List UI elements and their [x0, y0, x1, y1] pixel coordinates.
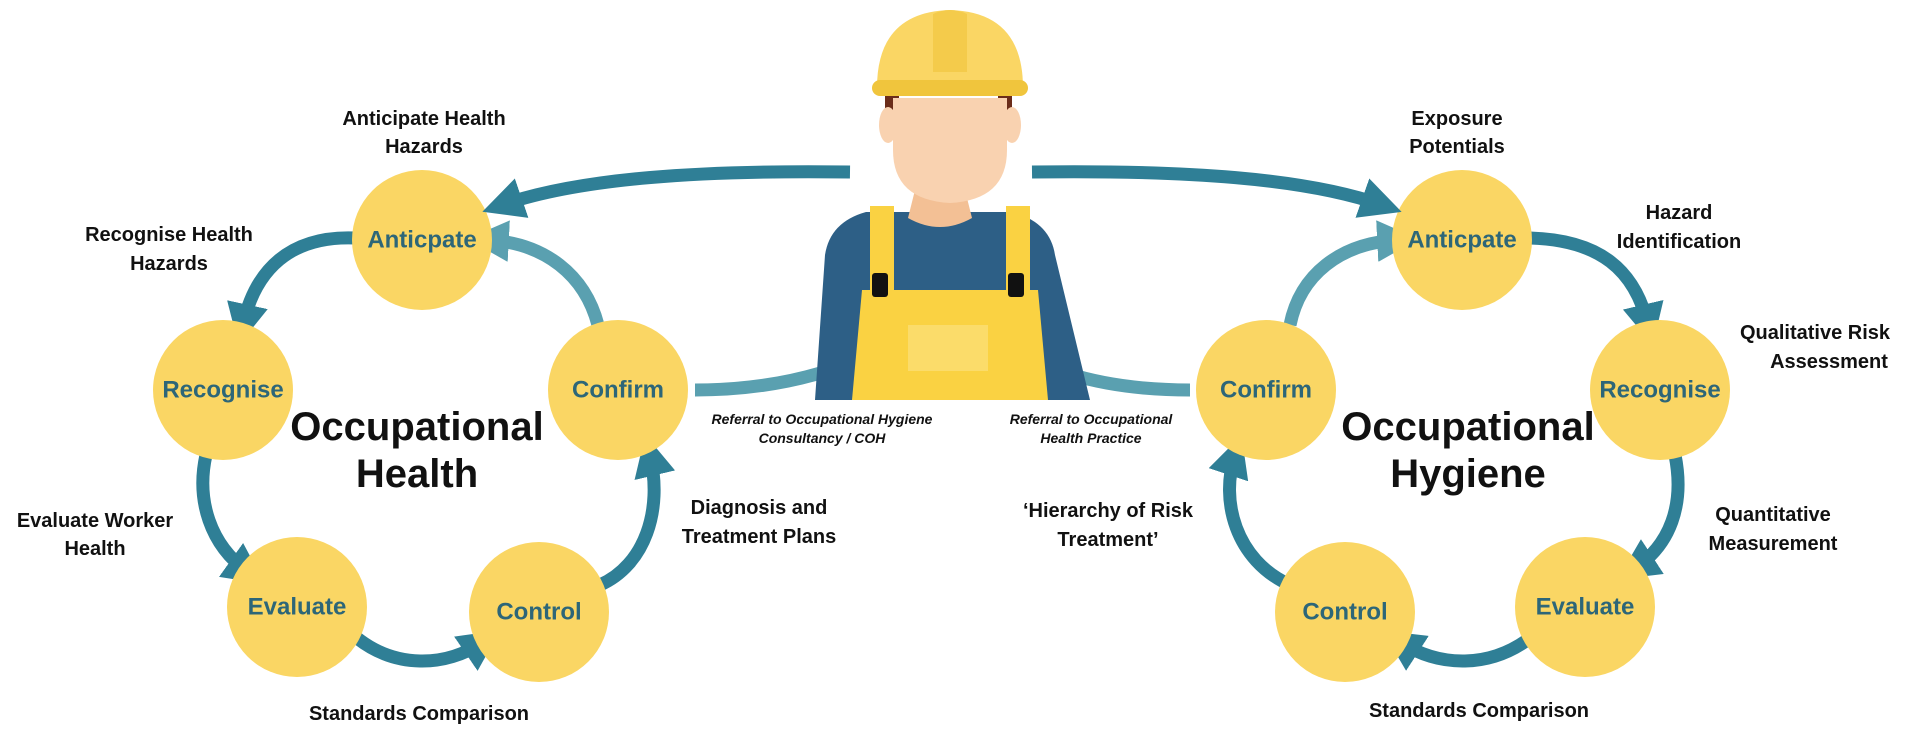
node-r-confirm: Confirm	[1196, 320, 1336, 460]
ann-hierarchy-2: Treatment’	[1057, 529, 1158, 551]
arc-r-anticipate-to-recognise	[1529, 231, 1664, 346]
referral-health-2: Health Practice	[1040, 430, 1141, 446]
right-cycle: Anticpate Recognise Evaluate Control Con…	[1010, 108, 1891, 722]
worker-face	[893, 98, 1007, 203]
ann-quantitative-1: Quantitative	[1715, 504, 1831, 526]
ann-exposure-1: Exposure	[1411, 108, 1502, 130]
node-confirm-label: Confirm	[572, 376, 664, 403]
node-r-evaluate: Evaluate	[1515, 537, 1655, 677]
arc-r-control-to-confirm	[1208, 435, 1293, 591]
referral-hygiene-1: Referral to Occupational Hygiene	[712, 411, 933, 427]
node-evaluate-label: Evaluate	[248, 593, 347, 620]
ann-qualitative-2: Assessment	[1770, 351, 1888, 373]
node-recognise-label: Recognise	[162, 376, 283, 403]
node-anticipate-label: Anticpate	[367, 226, 476, 253]
node-r-anticipate: Anticpate	[1392, 170, 1532, 310]
node-recognise: Recognise	[153, 320, 293, 460]
ann-hierarchy-1: ‘Hierarchy of Risk	[1023, 500, 1194, 522]
arc-anticipate-to-recognise	[227, 231, 357, 346]
arc-recognise-to-evaluate	[196, 453, 265, 585]
left-cycle: Anticpate Recognise Evaluate Control Con…	[17, 108, 933, 725]
ann-diagnosis-2: Treatment Plans	[682, 526, 837, 548]
arc-r-confirm-to-anticipate	[1283, 220, 1419, 327]
ann-recognise-health-2: Hazards	[130, 253, 208, 275]
ann-anticipate-health-1: Anticipate Health	[342, 108, 505, 130]
arc-r-evaluate-to-control	[1382, 630, 1534, 671]
node-evaluate: Evaluate	[227, 537, 367, 677]
ann-standards-comparison-right: Standards Comparison	[1369, 700, 1589, 722]
worker-helmet-ridge	[933, 10, 967, 72]
worker-buckle-left	[872, 273, 888, 297]
referral-health-1: Referral to Occupational	[1010, 411, 1174, 427]
worker-ear-right	[1003, 107, 1021, 143]
ann-qualitative-1: Qualitative Risk	[1740, 322, 1891, 344]
arc-evaluate-to-control	[352, 630, 501, 671]
arc-confirm-to-anticipate	[467, 220, 605, 327]
node-r-control: Control	[1275, 542, 1415, 682]
ann-exposure-2: Potentials	[1409, 136, 1505, 158]
ann-evaluate-worker-2: Health	[64, 538, 125, 560]
worker-ear-left	[879, 107, 897, 143]
node-r-anticipate-label: Anticpate	[1407, 226, 1516, 253]
arrow-worker-to-right-anticipate	[1031, 165, 1402, 218]
ann-hazard-2: Identification	[1617, 231, 1741, 253]
ann-evaluate-worker-1: Evaluate Worker	[17, 510, 174, 532]
ann-recognise-health-1: Recognise Health	[85, 224, 253, 246]
node-control: Control	[469, 542, 609, 682]
node-r-confirm-label: Confirm	[1220, 376, 1312, 403]
ann-anticipate-health-2: Hazards	[385, 136, 463, 158]
ann-diagnosis-1: Diagnosis and	[691, 497, 828, 519]
referral-hygiene-2: Consultancy / COH	[759, 430, 887, 446]
right-title-line1: Occupational	[1341, 405, 1594, 449]
ann-standards-comparison-left: Standards Comparison	[309, 703, 529, 725]
node-anticipate: Anticpate	[352, 170, 492, 310]
node-r-recognise-label: Recognise	[1599, 376, 1720, 403]
worker-helmet-brim	[872, 80, 1028, 96]
worker-buckle-right	[1008, 273, 1024, 297]
ann-hazard-1: Hazard	[1646, 202, 1713, 224]
left-title-line2: Health	[356, 452, 478, 496]
ann-quantitative-2: Measurement	[1709, 533, 1838, 555]
arrow-worker-to-left-anticipate	[482, 165, 851, 218]
node-r-recognise: Recognise	[1590, 320, 1730, 460]
right-title-line2: Hygiene	[1390, 452, 1546, 496]
left-title-line1: Occupational	[290, 405, 543, 449]
node-confirm: Confirm	[548, 320, 688, 460]
construction-worker-icon	[815, 10, 1090, 400]
node-r-evaluate-label: Evaluate	[1536, 593, 1635, 620]
arc-r-recognise-to-evaluate	[1617, 453, 1685, 580]
arc-control-to-confirm	[597, 434, 676, 591]
node-control-label: Control	[496, 598, 581, 625]
node-r-control-label: Control	[1302, 598, 1387, 625]
worker-overalls-pocket	[908, 325, 988, 371]
